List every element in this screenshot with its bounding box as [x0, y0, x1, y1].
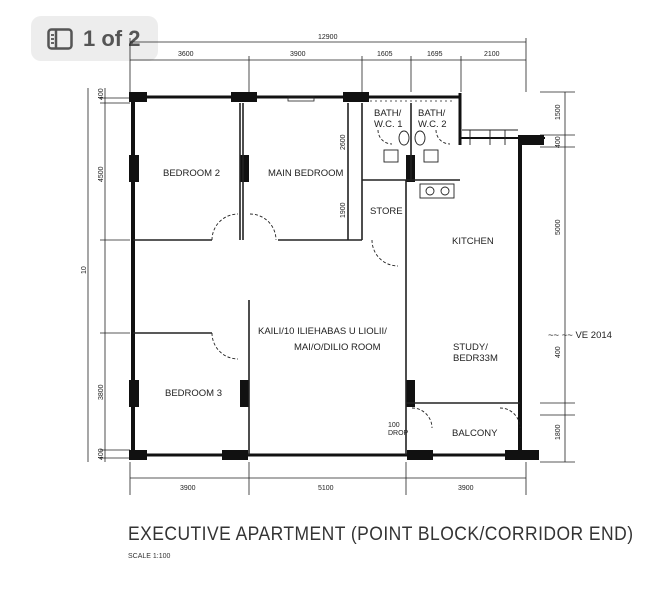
- dim-right-3: 5000: [555, 219, 562, 235]
- outer-walls: [130, 93, 545, 457]
- label-bath-1b: W.C. 1: [374, 119, 403, 130]
- bottom-dimension-line: [129, 462, 527, 495]
- plan-title: EXECUTIVE APARTMENT (POINT BLOCK/CORRIDO…: [128, 524, 634, 545]
- sidebar-panel-icon[interactable]: [47, 27, 73, 50]
- dim-inner-2: 1900: [340, 202, 347, 218]
- label-kitchen: KITCHEN: [452, 236, 494, 247]
- label-living-1: KAILI/10 ILIEHABAS U LIOLII/: [258, 326, 387, 337]
- label-bath-2a: BATH/: [418, 108, 446, 119]
- label-bath-1a: BATH/: [374, 108, 402, 119]
- structural-columns: [129, 92, 544, 460]
- page-indicator-text: 1 of 2: [83, 25, 141, 51]
- label-main-bedroom: MAIN BEDROOM: [268, 168, 344, 179]
- left-dimension-line: [87, 88, 130, 462]
- dim-bottom-1: 3900: [180, 485, 196, 492]
- dim-inner-1: 2600: [340, 134, 347, 150]
- dim-left-2: 4500: [98, 166, 105, 182]
- dim-right-5: 1800: [555, 424, 562, 440]
- label-bedroom-3: BEDROOM 3: [165, 388, 222, 399]
- dim-left-1: 400: [98, 88, 105, 100]
- dim-top-4: 1695: [427, 51, 443, 58]
- label-drop-1: 100: [388, 422, 400, 429]
- dim-top-5: 2100: [484, 51, 500, 58]
- label-living-2: MAI/O/DILIO ROOM: [294, 342, 381, 353]
- dim-total: 12900: [318, 34, 338, 41]
- floor-plan: 12900 3600 3900 1605 1695 2100 400 4500 …: [81, 34, 612, 495]
- dim-left-total: 10: [81, 266, 88, 274]
- dim-right-1: 1500: [555, 104, 562, 120]
- right-dimension-line: [540, 91, 575, 463]
- dim-right-2: 400: [555, 136, 562, 148]
- dim-bottom-2: 5100: [318, 485, 334, 492]
- dim-right-4: 400: [555, 346, 562, 358]
- window-marks: [287, 96, 455, 102]
- dim-left-4: 400: [98, 448, 105, 460]
- label-drop-2: DROP: [388, 430, 409, 437]
- plan-scale: SCALE 1:100: [128, 553, 171, 560]
- door-swings: [211, 129, 521, 429]
- label-balcony: BALCONY: [452, 428, 498, 439]
- top-dimension-line: [129, 38, 527, 92]
- label-store: STORE: [370, 206, 403, 217]
- bathroom-fixtures: [383, 129, 518, 199]
- dim-top-3: 1605: [377, 51, 393, 58]
- watermark-text: ~~ ~~ VE 2014: [548, 330, 612, 341]
- page-indicator-badge[interactable]: 1 of 2: [31, 16, 158, 61]
- label-bath-2b: W.C. 2: [418, 119, 447, 130]
- label-bedroom-2: BEDROOM 2: [163, 168, 220, 179]
- dim-top-1: 3600: [178, 51, 194, 58]
- interior-walls: [133, 103, 520, 455]
- dim-bottom-3: 3900: [458, 485, 474, 492]
- label-study-1: STUDY/: [453, 342, 488, 353]
- dim-left-3: 3800: [98, 384, 105, 400]
- dim-top-2: 3900: [290, 51, 306, 58]
- label-study-2: BEDR33M: [453, 353, 498, 364]
